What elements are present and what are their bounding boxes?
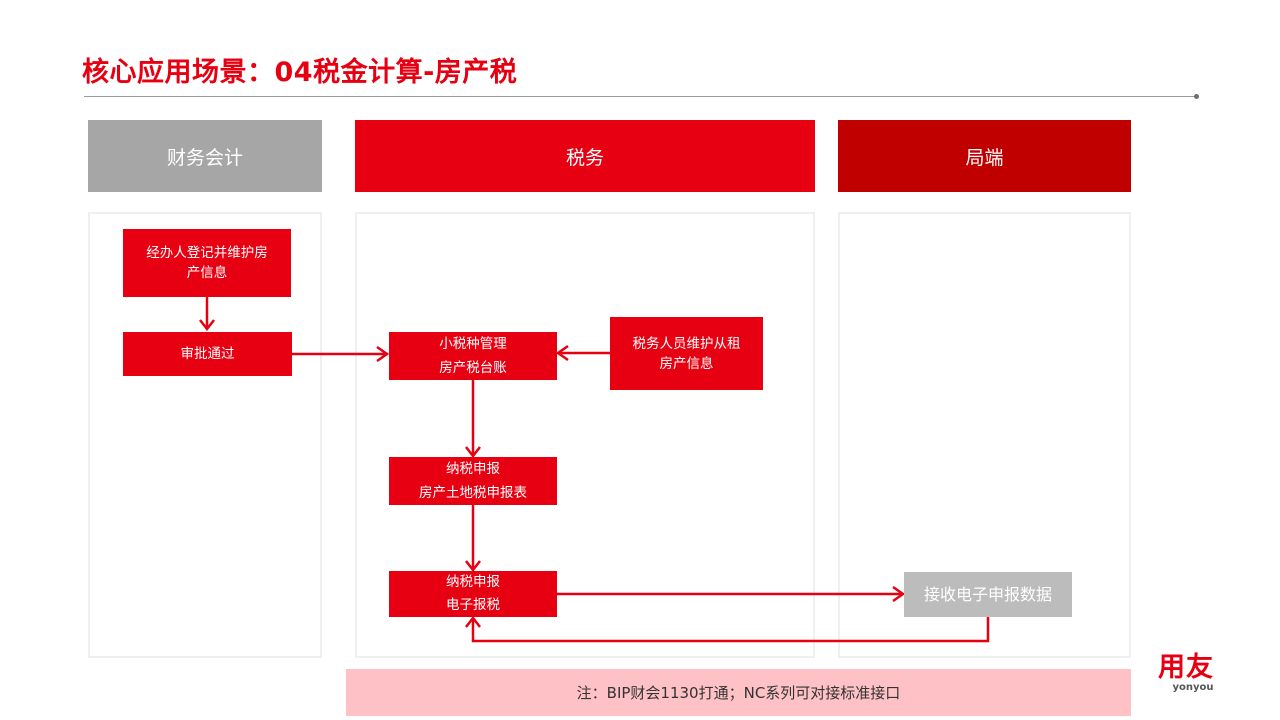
node-maintain-rental-property[interactable]: 税务人员维护从租 房产信息: [610, 317, 763, 390]
node-line: 房产信息: [659, 355, 714, 372]
lane-header-bureau: 局端: [838, 120, 1131, 192]
node-line: 税务人员维护从租: [632, 335, 741, 352]
arrowhead: [555, 344, 569, 362]
yonyou-logo: 用友 yonyou: [1148, 654, 1224, 694]
page-title: 核心应用场景：04税金计算-房产税: [82, 57, 518, 88]
lane-header-finance: 财务会计: [88, 120, 322, 192]
lane-header-label: 局端: [965, 146, 1004, 169]
footnote-text: 注：BIP财会1130打通；NC系列可对接标准接口: [576, 684, 901, 702]
node-line: 房产税台账: [439, 360, 507, 376]
node-line: 纳税申报: [446, 574, 500, 590]
arrowhead: [376, 345, 390, 363]
arrowhead: [892, 585, 906, 603]
arrowhead: [199, 319, 215, 332]
lane-header-label: 税务: [565, 146, 604, 169]
logo-chinese: 用友: [1158, 652, 1214, 683]
arrowhead: [465, 615, 481, 628]
node-approval-passed[interactable]: 审批通过: [123, 332, 292, 376]
lane-header-label: 财务会计: [166, 146, 243, 169]
arrowhead: [465, 560, 481, 573]
node-line: 接收电子申报数据: [923, 584, 1052, 604]
arrowhead: [465, 446, 481, 459]
node-line: 产信息: [186, 265, 228, 281]
title-divider: [84, 96, 1196, 97]
node-line: 审批通过: [180, 346, 235, 362]
edge-receive-efiling: [471, 617, 990, 643]
node-property-tax-ledger[interactable]: 小税种管理 房产税台账: [389, 332, 557, 380]
node-electronic-filing[interactable]: 纳税申报 电子报税: [389, 571, 557, 617]
node-line: 房产土地税申报表: [419, 485, 527, 501]
node-line: 小税种管理: [439, 336, 507, 352]
node-register-property[interactable]: 经办人登记并维护房 产信息: [123, 229, 291, 297]
footnote-banner: 注：BIP财会1130打通；NC系列可对接标准接口: [346, 669, 1131, 716]
node-tax-declaration-form[interactable]: 纳税申报 房产土地税申报表: [389, 457, 557, 505]
logo-english: yonyou: [1172, 682, 1214, 693]
node-line: 经办人登记并维护房: [146, 245, 268, 261]
lane-header-tax: 税务: [355, 120, 815, 192]
node-line: 电子报税: [446, 597, 500, 613]
node-receive-e-declaration[interactable]: 接收电子申报数据: [904, 572, 1072, 617]
divider-end-dot: [1194, 94, 1199, 99]
node-line: 纳税申报: [446, 461, 500, 477]
